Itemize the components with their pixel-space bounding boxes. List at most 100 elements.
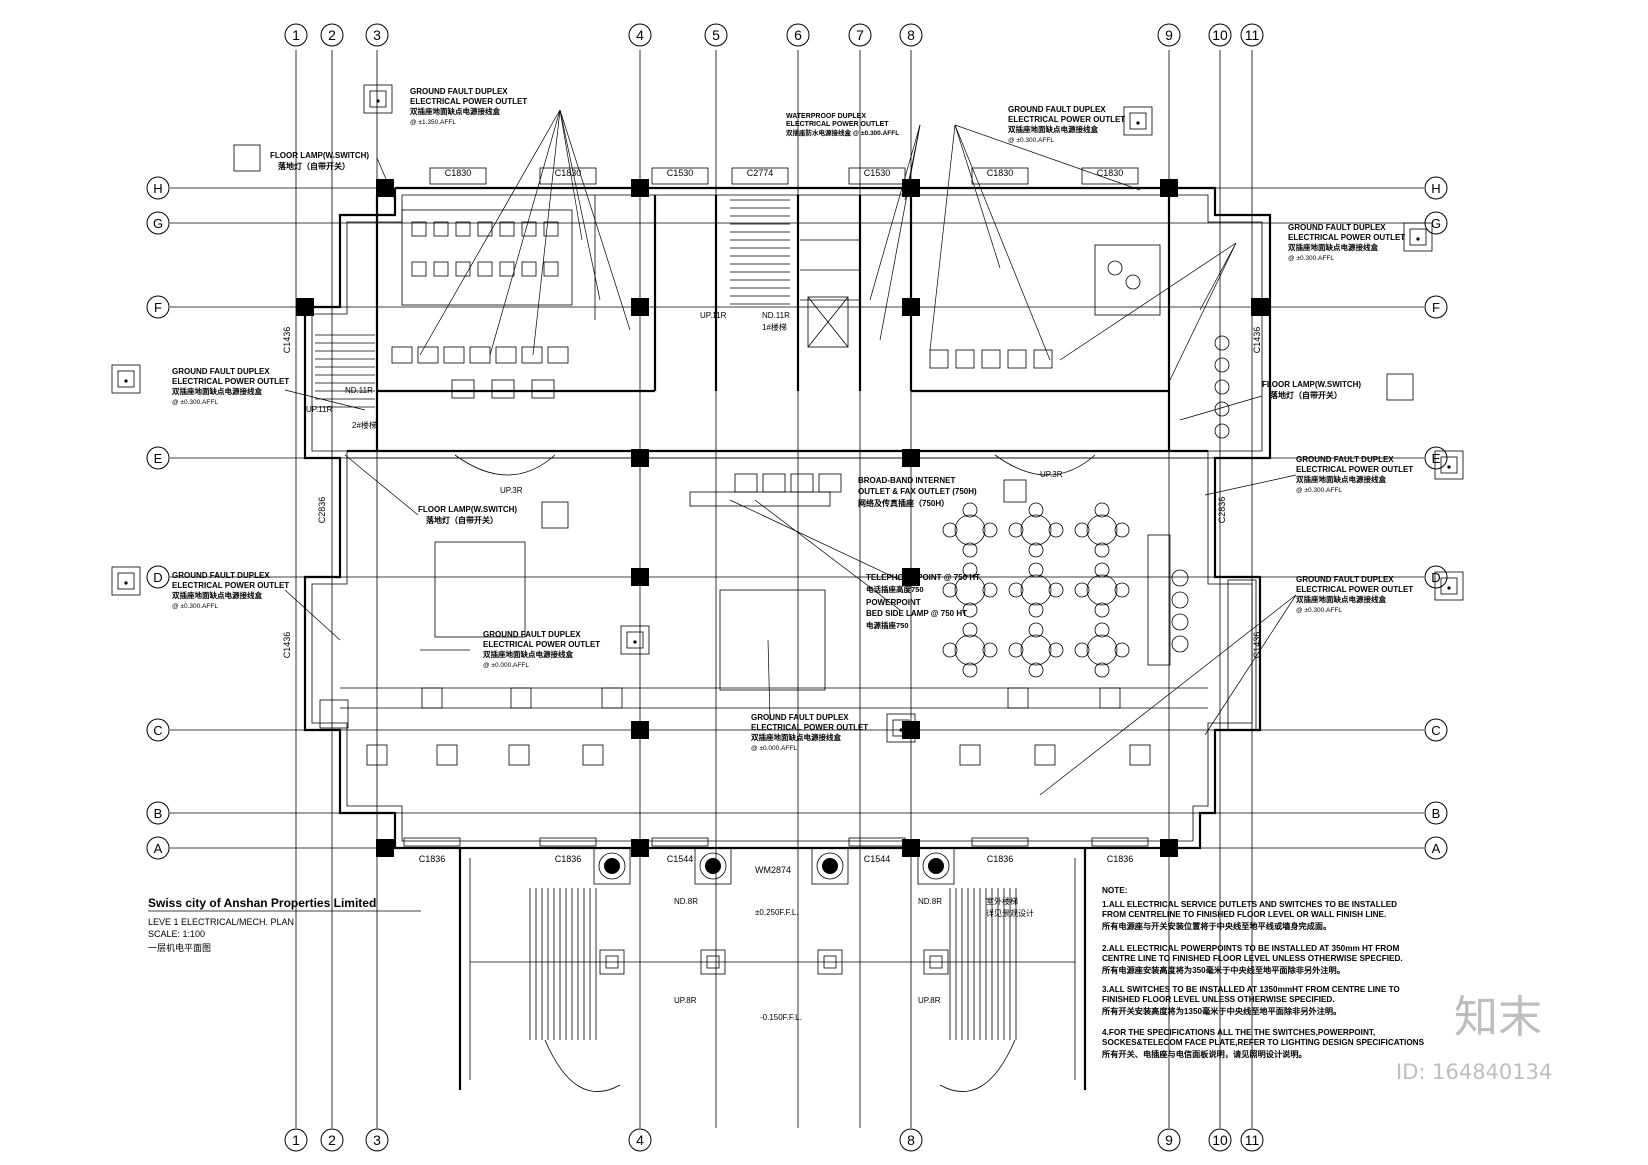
- chair: [1125, 274, 1141, 290]
- window-frame: [539, 167, 597, 185]
- lounge-chair: [1028, 662, 1044, 678]
- leader-line: [559, 109, 601, 301]
- grid-bubble-top: [628, 23, 652, 47]
- waterproof-callout-cn: 双插座防水电源接线盒 @ ±0.300.AFFL: [786, 128, 899, 137]
- ceiling-feature: [719, 589, 826, 691]
- grid-bubble-top: [320, 23, 344, 47]
- telephone-callout-cn: 电话插座高度750: [866, 584, 924, 594]
- leader-line: [284, 389, 366, 411]
- window-tag-vertical: C1436: [282, 632, 292, 659]
- armchair: [955, 349, 975, 369]
- gfci-callout-cn: 双插座地面缺点电源接线盒: [410, 106, 500, 116]
- note-line: 所有电源座安装高度将为350毫米于中央线至地平面除非另外注明。: [1102, 965, 1345, 975]
- window-frame: [971, 837, 1029, 847]
- grid-bubble-right: [1424, 295, 1448, 319]
- window-tag: C1544: [864, 854, 891, 864]
- structural-column: [376, 839, 394, 857]
- structural-column: [376, 179, 394, 197]
- lounge-chair: [1114, 522, 1130, 538]
- level-label: ±0.250F.F.L.: [755, 908, 799, 917]
- note-line: SOCKES&TELECOM FACE PLATE,REFER TO LIGHT…: [1102, 1038, 1425, 1047]
- lounge-chair: [1048, 582, 1064, 598]
- gfci-callout-cn: 双插座地面缺点电源接线盒: [1288, 242, 1378, 252]
- grid-bubble-bottom: [365, 1128, 389, 1152]
- leader-line: [532, 109, 561, 356]
- lounge-chair: [1028, 602, 1044, 618]
- lounge-chair: [1048, 642, 1064, 658]
- grid-bubble-top: [365, 23, 389, 47]
- window-tag: C2774: [747, 168, 774, 178]
- grid-bubble-right: [1424, 176, 1448, 200]
- powerpoint-callout-cn: 电源插座750: [866, 620, 909, 630]
- lounge-chair: [1094, 562, 1110, 578]
- grid-bubble-left: [146, 176, 170, 200]
- gfci-callout-height: @ ±0.300.AFFL: [1296, 487, 1342, 494]
- light-fixture-ring: [699, 852, 727, 880]
- leader-line: [954, 124, 1141, 191]
- gfci-callout-cn: 双插座地面缺点电源接线盒: [1296, 474, 1386, 484]
- curved-sofa: [454, 454, 556, 476]
- armchair: [1007, 349, 1027, 369]
- light-fixture-ring: [598, 852, 626, 880]
- leader-line: [767, 639, 771, 721]
- note-line: FINISHED FLOOR LEVEL UNLESS OTHERWISE SP…: [1102, 995, 1335, 1004]
- outlet-pin: [124, 581, 128, 585]
- note-line: 4.FOR THE SPECIFICATIONS ALL THE THE SWI…: [1102, 1028, 1375, 1037]
- note-line: 所有开关、电插座与电信面板说明，请见照明设计说明。: [1102, 1049, 1307, 1059]
- structural-column: [296, 298, 314, 316]
- lounge-table: [1020, 574, 1052, 606]
- window-tag: C1830: [555, 168, 582, 178]
- elevator-shaft: [807, 296, 849, 348]
- leader-line: [929, 124, 956, 351]
- gfci-callout-title: GROUND FAULT DUPLEX: [483, 630, 581, 639]
- armchair: [1033, 349, 1053, 369]
- planter: [1099, 687, 1121, 709]
- grid-label-bottom: 2: [328, 1132, 336, 1148]
- chair: [455, 221, 471, 237]
- armchair: [790, 473, 814, 493]
- window-tag: C1830: [987, 168, 1014, 178]
- lounge-chair: [962, 542, 978, 558]
- stair-label: UP.8R: [918, 996, 941, 1005]
- grid-bubble-bottom: [628, 1128, 652, 1152]
- gfci-callout-subtitle: ELECTRICAL POWER OUTLET: [172, 377, 289, 386]
- chair: [1214, 423, 1230, 439]
- grid-bubble-bottom: [1240, 1128, 1264, 1152]
- lounge-table: [954, 574, 986, 606]
- grid-label-bottom: 8: [907, 1132, 915, 1148]
- grid-label-left: G: [153, 216, 163, 231]
- window-tag: C1830: [445, 168, 472, 178]
- grid-label-right: G: [1431, 216, 1441, 231]
- bar-stool: [1171, 569, 1189, 587]
- grid-bubble-top: [848, 23, 872, 47]
- window-frame: [403, 837, 461, 847]
- structural-column: [1251, 298, 1269, 316]
- structural-column: [631, 839, 649, 857]
- window-frame: [651, 837, 709, 847]
- window-frame: [848, 167, 906, 185]
- floor-lamp-callout: FLOOR LAMP(W.SWITCH): [418, 505, 517, 514]
- chair: [1107, 260, 1123, 276]
- gfci-callout-subtitle: ELECTRICAL POWER OUTLET: [1008, 115, 1125, 124]
- floor-lamp-callout-cn: 落地灯（自带开关）: [278, 161, 350, 171]
- note-line: NOTE:: [1102, 886, 1127, 895]
- gfci-callout-cn: 双插座地面缺点电源接线盒: [172, 386, 262, 396]
- grid-label-top: 10: [1212, 27, 1228, 43]
- lounge-table: [954, 634, 986, 666]
- window-tag: C1836: [1107, 854, 1134, 864]
- note-line: 1.ALL ELECTRICAL SERVICE OUTLETS AND SWI…: [1102, 900, 1397, 909]
- leader-line: [879, 124, 921, 341]
- grid-bubble-bottom: [320, 1128, 344, 1152]
- armchair: [531, 379, 555, 399]
- stair-label: UP.11R: [306, 405, 333, 414]
- gfci-callout-height: @ ±0.300.AFFL: [172, 603, 218, 610]
- gfci-outlet-legend: [111, 364, 141, 394]
- structural-column: [631, 568, 649, 586]
- elevator-x: [807, 296, 849, 348]
- lounge-chair: [1008, 642, 1024, 658]
- grid-label-top: 2: [328, 27, 336, 43]
- chair: [1214, 379, 1230, 395]
- structural-column: [1160, 179, 1178, 197]
- window-tag: C1544: [667, 854, 694, 864]
- powerpoint-callout: POWERPOINT: [866, 598, 921, 607]
